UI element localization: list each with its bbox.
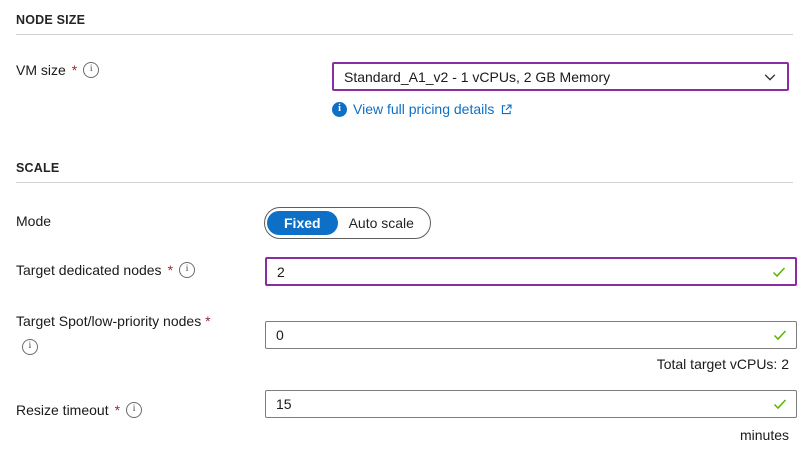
required-asterisk: * <box>205 313 211 329</box>
pricing-link-label: View full pricing details <box>353 101 495 117</box>
target-spot-input[interactable] <box>266 327 772 343</box>
valid-check-icon <box>772 327 788 343</box>
valid-check-icon <box>772 396 788 412</box>
chevron-down-icon <box>763 70 777 84</box>
vm-size-label: VM size * i <box>16 62 100 78</box>
mode-option-fixed[interactable]: Fixed <box>267 210 338 236</box>
info-icon[interactable]: i <box>83 62 100 78</box>
info-icon[interactable]: i <box>126 402 143 418</box>
mode-option-auto-scale[interactable]: Auto scale <box>348 214 414 231</box>
external-link-icon <box>500 103 513 116</box>
target-dedicated-label: Target dedicated nodes * i <box>16 262 196 278</box>
vm-size-selected-value: Standard_A1_v2 - 1 vCPUs, 2 GB Memory <box>344 68 611 85</box>
resize-timeout-field <box>265 390 797 418</box>
target-spot-label-text: Target Spot/low-priority nodes <box>16 313 202 329</box>
mode-label: Mode <box>16 213 51 229</box>
total-vcpus-note: Total target vCPUs: 2 <box>656 356 789 372</box>
required-asterisk: * <box>71 62 78 78</box>
resize-timeout-label-text: Resize timeout <box>16 402 109 418</box>
resize-timeout-input[interactable] <box>266 396 772 412</box>
target-dedicated-field <box>265 257 797 286</box>
vm-size-label-text: VM size <box>16 62 66 78</box>
resize-timeout-label: Resize timeout * i <box>16 402 143 418</box>
valid-check-icon <box>771 264 787 280</box>
info-icon[interactable]: i <box>179 262 196 278</box>
required-asterisk: * <box>167 262 174 278</box>
required-asterisk: * <box>114 402 121 418</box>
section-divider <box>16 182 793 183</box>
section-divider <box>16 34 793 35</box>
pricing-details-link[interactable]: i View full pricing details <box>332 101 513 117</box>
node-size-heading: NODE SIZE <box>16 13 86 27</box>
vm-size-dropdown[interactable]: Standard_A1_v2 - 1 vCPUs, 2 GB Memory <box>332 62 789 91</box>
target-dedicated-input[interactable] <box>267 263 771 280</box>
info-icon[interactable]: i <box>22 338 38 355</box>
scale-heading: SCALE <box>16 161 60 175</box>
target-spot-label: Target Spot/low-priority nodes * i <box>16 312 271 355</box>
mode-label-text: Mode <box>16 213 52 229</box>
mode-toggle: Fixed Auto scale <box>264 207 431 239</box>
info-filled-icon: i <box>332 101 347 117</box>
target-spot-field <box>265 321 797 349</box>
target-dedicated-label-text: Target dedicated nodes <box>16 262 162 278</box>
resize-timeout-unit: minutes <box>739 427 789 443</box>
